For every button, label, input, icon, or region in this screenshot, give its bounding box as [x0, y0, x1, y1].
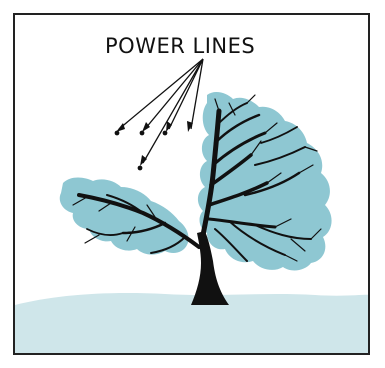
power-lines-label: POWER LINES: [15, 34, 370, 58]
foliage-left: [60, 178, 189, 255]
illustration-frame: POWER LINES: [13, 13, 370, 355]
tree-illustration: [15, 15, 370, 355]
pointer-lines: [119, 59, 203, 163]
